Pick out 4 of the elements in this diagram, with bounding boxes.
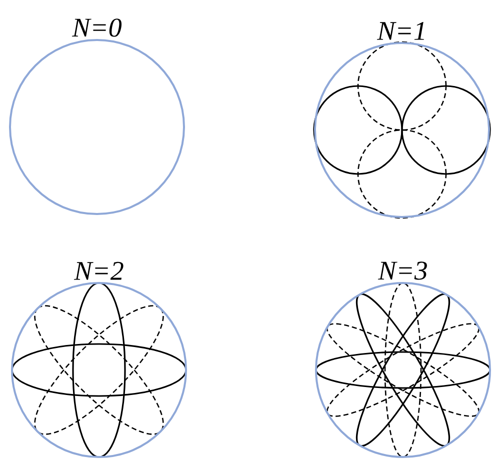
node-label: N=1 (376, 22, 424, 40)
node-label: N=3 (378, 262, 427, 280)
node-label: N=0 (72, 18, 122, 37)
node-label: N=2 (74, 262, 124, 280)
